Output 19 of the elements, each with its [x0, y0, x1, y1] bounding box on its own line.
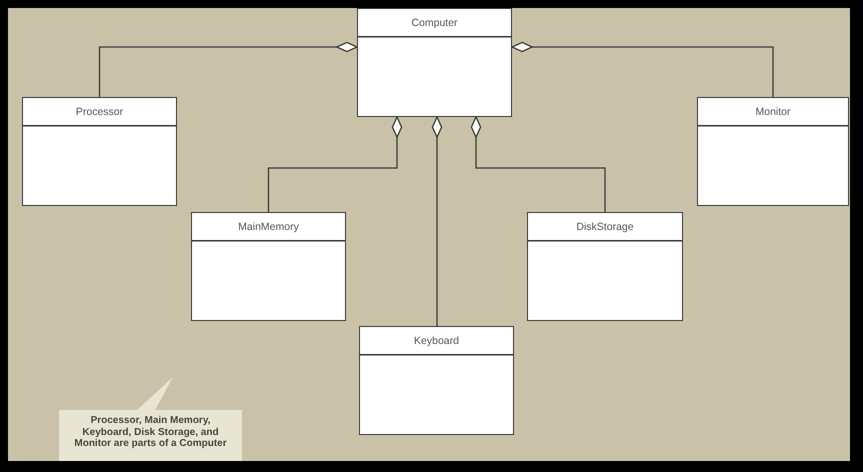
note-callout	[59, 377, 242, 461]
class-name: DiskStorage	[576, 220, 634, 232]
class-name: Keyboard	[414, 334, 459, 346]
aggregation-line	[470, 116, 606, 212]
class-box	[359, 326, 514, 435]
class-box	[191, 212, 346, 321]
class-name: MainMemory	[238, 220, 299, 232]
class-box	[527, 212, 683, 321]
class-box	[22, 97, 177, 206]
class-box	[697, 97, 849, 206]
class-name: Monitor	[755, 106, 790, 118]
class-name: Computer	[411, 16, 458, 28]
aggregation-line	[268, 116, 402, 212]
class-name: Processor	[76, 106, 124, 118]
aggregation-line	[432, 116, 442, 326]
class-box	[357, 8, 512, 117]
note-text: Processor, Main Memory, Keyboard, Disk Storage, and Monitor are parts of a Computer	[74, 415, 227, 449]
aggregation-line	[511, 42, 774, 97]
aggregation-line	[98, 42, 358, 97]
